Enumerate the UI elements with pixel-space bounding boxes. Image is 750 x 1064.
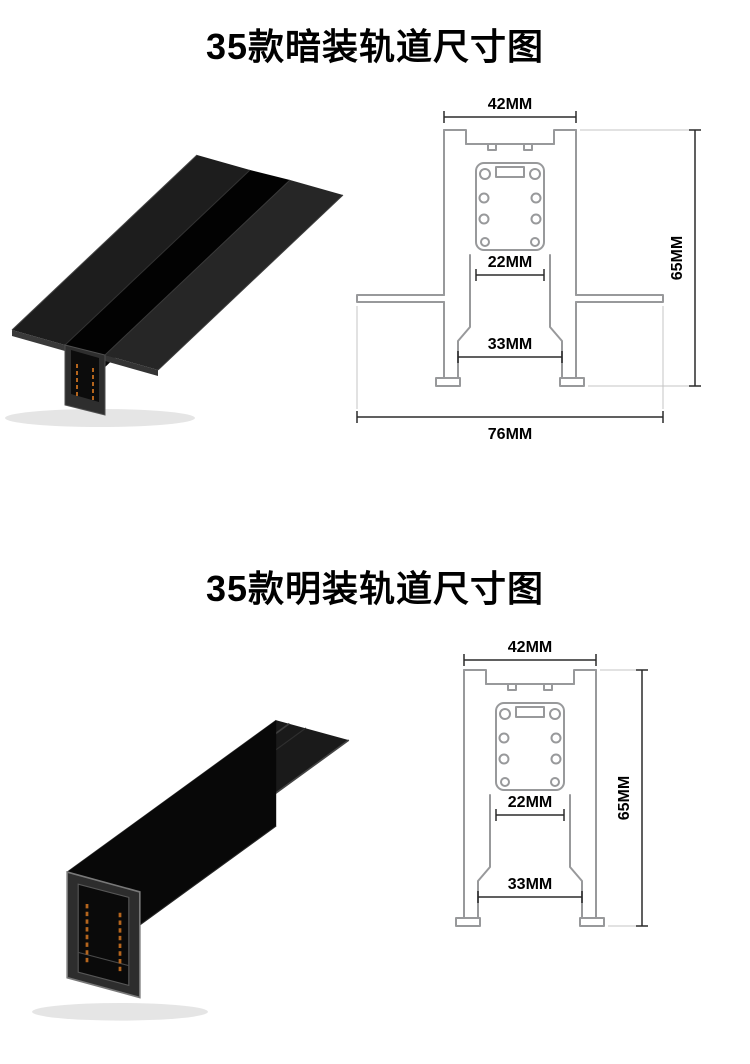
surface-track-dimension-drawing: 42MM 22MM 33MM 65MM <box>455 640 648 927</box>
dim-label-inner-width: 22MM <box>488 254 532 271</box>
dim-label-bottom-opening: 33MM <box>488 336 532 353</box>
section-title-recessed: 35款暗装轨道尺寸图 <box>205 26 545 67</box>
dim-label-inner-width: 22MM <box>508 794 552 811</box>
recessed-profile-outline <box>356 129 664 387</box>
render-shadow <box>5 409 195 427</box>
dim-label-top-width: 42MM <box>508 640 552 656</box>
recessed-track-body <box>11 154 344 416</box>
dim-label-top-width: 42MM <box>488 96 532 113</box>
extension-lines <box>356 129 701 409</box>
dimension-lines <box>356 111 701 423</box>
dim-label-bottom-opening: 33MM <box>508 876 552 893</box>
dim-label-overall-width: 76MM <box>488 426 532 443</box>
copper-conductors <box>85 904 122 973</box>
section-title-surface: 35款明装轨道尺寸图 <box>205 568 545 609</box>
recessed-track-3d-render <box>5 154 344 427</box>
dim-label-height: 65MM <box>616 776 633 820</box>
copper-conductors <box>76 364 94 400</box>
dimension-lines <box>463 654 648 927</box>
surface-track-3d-render <box>32 719 350 1021</box>
surface-track-body <box>66 719 350 999</box>
dim-label-height: 65MM <box>669 236 686 280</box>
recessed-track-dimension-drawing: 42MM 22MM 33MM 76MM 65MM <box>356 96 701 443</box>
render-shadow <box>32 1003 208 1021</box>
